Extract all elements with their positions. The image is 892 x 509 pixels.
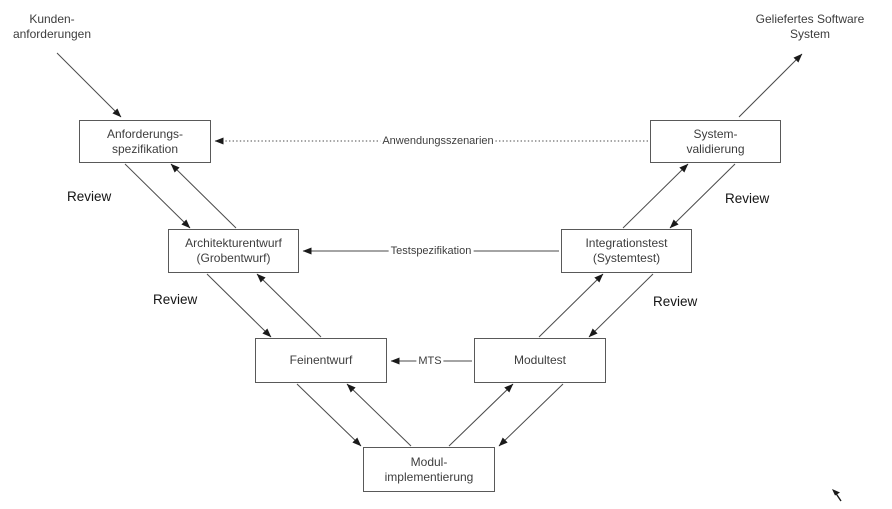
node-architekturentwurf-line1: Architekturentwurf	[185, 236, 282, 250]
node-systemvalidierung-line1: System-	[693, 126, 738, 141]
node-feinentwurf: Feinentwurf	[255, 338, 387, 383]
label-review-left-upper: Review	[67, 189, 112, 204]
label-kundenanforderungen-line1: Kunden-	[29, 12, 75, 26]
arrow-review-architekturentwurf-to-anforderungsspezifikation	[170, 163, 237, 229]
label-anwendungsszenarien: Anwendungsszenarien	[380, 135, 496, 147]
arrow-review-modulimplementierung-to-feinentwurf	[346, 383, 412, 447]
arrow-review-systemvalidierung-to-integrationstest	[669, 163, 736, 229]
node-anforderungsspezifikation-line1: Anforderungs-	[106, 126, 184, 141]
node-modulimplementierung: Modul- implementierung	[363, 447, 495, 492]
arrow-systemvalidierung-to-geliefertes-system	[738, 53, 803, 118]
arrow-modulimplementierung-to-modultest	[448, 383, 514, 447]
node-systemvalidierung: System- validierung	[650, 120, 781, 163]
arrow-integrationstest-to-systemvalidierung	[622, 163, 689, 229]
node-modulimplementierung-line1: Modul-	[410, 454, 448, 469]
arrow-kundenanforderungen-to-anforderungsspezifikation	[56, 52, 122, 118]
node-anforderungsspezifikation-line2: spezifikation	[111, 141, 179, 156]
node-feinentwurf-label: Feinentwurf	[289, 353, 353, 367]
label-geliefertes-line2: System	[789, 27, 830, 41]
node-modultest: Modultest	[474, 338, 606, 383]
node-integrationstest-line2: (Systemtest)	[592, 251, 661, 265]
arrow-review-feinentwurf-to-architekturentwurf	[256, 273, 322, 338]
node-modultest-label: Modultest	[513, 353, 567, 367]
label-review-right-upper: Review	[725, 191, 770, 206]
arrow-modultest-to-integrationstest	[538, 273, 604, 338]
label-geliefertes-software-system: Geliefertes Software System	[735, 12, 885, 42]
label-review-right-lower: Review	[653, 294, 698, 309]
label-testspezifikation: Testspezifikation	[388, 245, 474, 257]
arrow-review-integrationstest-to-modultest	[588, 273, 654, 338]
node-anforderungsspezifikation: Anforderungs- spezifikation	[79, 120, 211, 163]
label-geliefertes-line1: Geliefertes Software	[755, 12, 865, 26]
node-modulimplementierung-line2: implementierung	[384, 469, 474, 484]
arrow-anforderungsspezifikation-to-architekturentwurf	[124, 163, 191, 229]
node-integrationstest: Integrationstest (Systemtest)	[561, 229, 692, 273]
node-integrationstest-line1: Integrationstest	[585, 236, 668, 250]
mouse-cursor-icon	[832, 489, 842, 502]
node-systemvalidierung-line2: validierung	[686, 141, 745, 156]
label-kundenanforderungen: Kunden- anforderungen	[2, 12, 102, 42]
label-kundenanforderungen-line2: anforderungen	[12, 27, 92, 41]
label-review-left-lower: Review	[153, 292, 198, 307]
arrow-architekturentwurf-to-feinentwurf	[206, 273, 272, 338]
arrow-feinentwurf-to-modulimplementierung	[296, 383, 362, 447]
arrow-review-modultest-to-modulimplementierung	[498, 383, 564, 447]
node-architekturentwurf: Architekturentwurf (Grobentwurf)	[168, 229, 299, 273]
label-mts: MTS	[416, 355, 444, 367]
node-architekturentwurf-line2: (Grobentwurf)	[196, 251, 271, 265]
